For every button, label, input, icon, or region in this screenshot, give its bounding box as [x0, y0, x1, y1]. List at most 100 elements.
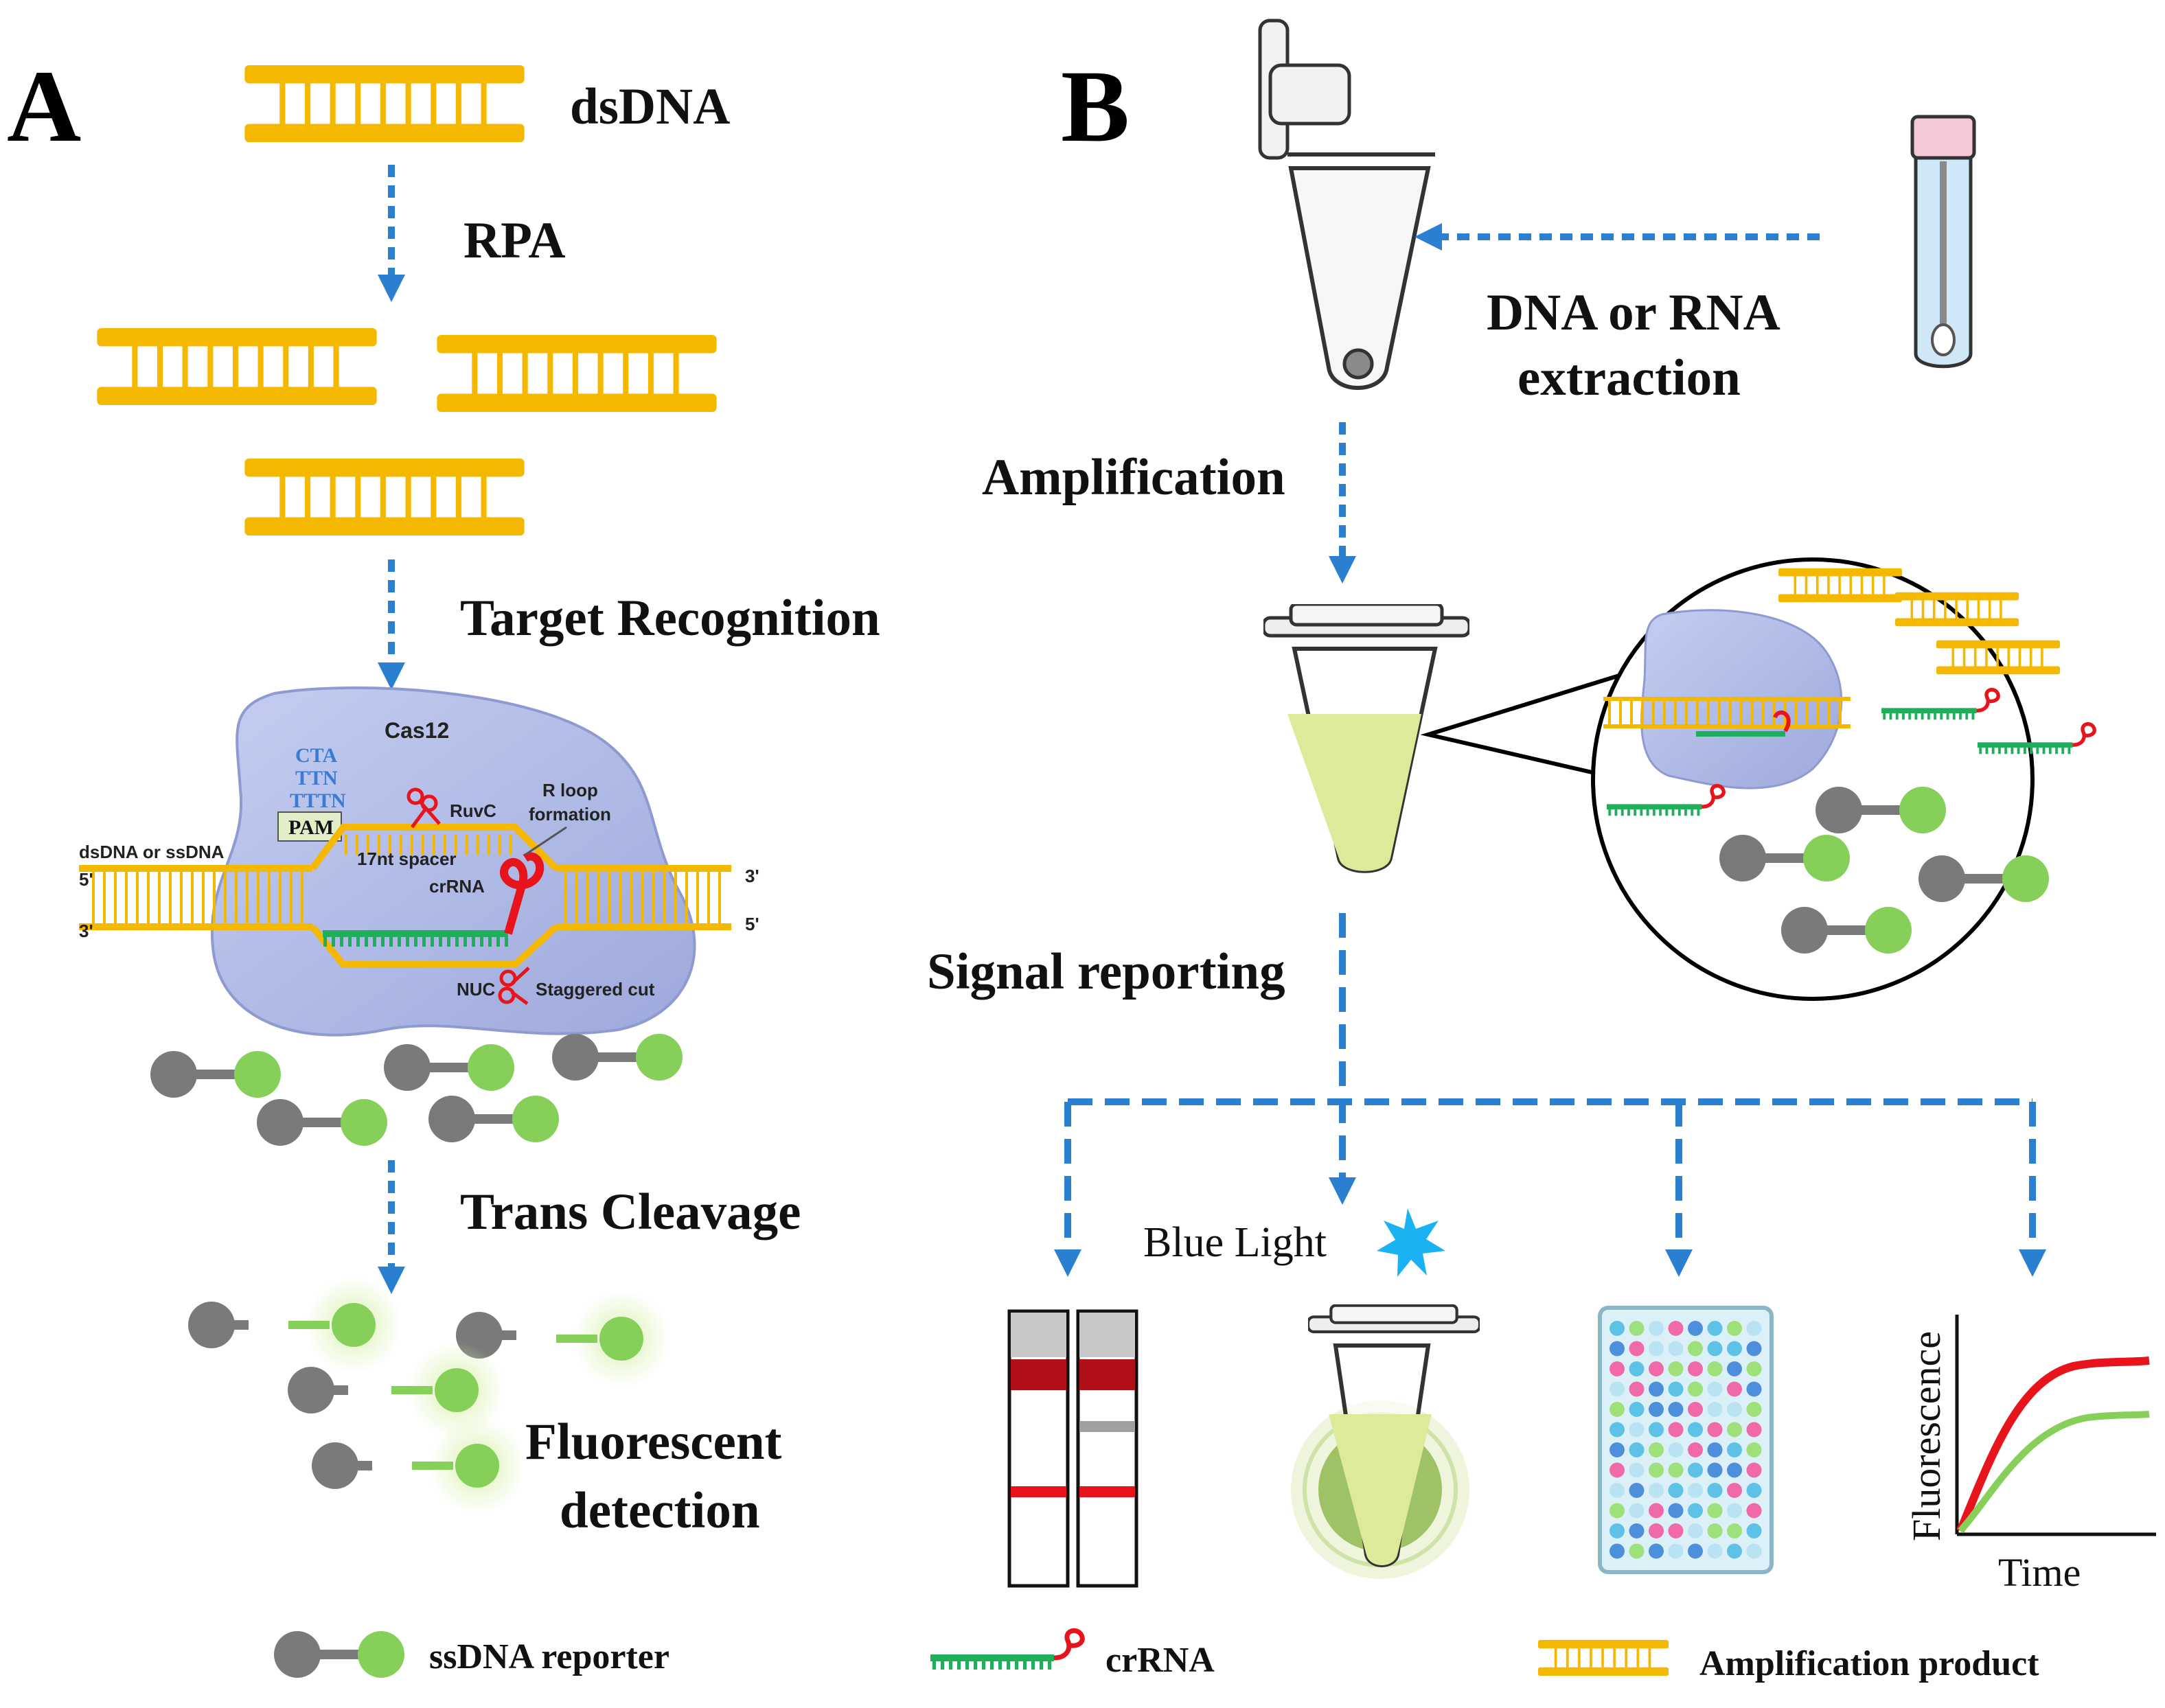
- released-fluorophore: [288, 1277, 398, 1373]
- plate-well: [1668, 1402, 1684, 1417]
- plate-well: [1727, 1483, 1742, 1498]
- plate-well: [1707, 1543, 1723, 1559]
- plate-well: [1610, 1321, 1625, 1336]
- plate-well: [1688, 1483, 1703, 1498]
- plate-well: [1610, 1523, 1625, 1538]
- ssdna-reporter: [384, 1044, 514, 1091]
- pam-label: PAM: [288, 816, 334, 839]
- cleaved-quencher: [188, 1302, 249, 1348]
- pam-box: [277, 811, 342, 842]
- five-prime-label: 5': [79, 869, 93, 890]
- plate-well: [1746, 1341, 1762, 1357]
- plate-well: [1649, 1341, 1664, 1357]
- target-recognition-label: Target Recognition: [460, 590, 880, 647]
- plate-well: [1727, 1361, 1742, 1376]
- plate-well: [1727, 1402, 1742, 1417]
- fluorescent-tube-icon: [1291, 1306, 1480, 1579]
- zoom-amplicon: [1778, 568, 1902, 603]
- control-fluorescence-curve: [1958, 1411, 2150, 1534]
- chart-y-label: Fluorescence: [1904, 1331, 1949, 1541]
- pam-sequence: TTTN: [290, 789, 346, 812]
- plate-well: [1668, 1483, 1684, 1498]
- legend-amplification-product-label: Amplification product: [1699, 1644, 2039, 1683]
- cas12-complex: Cas12 CTA TTN TTTN PAM RuvC R loop: [79, 686, 759, 1037]
- plate-well: [1707, 1321, 1723, 1336]
- plate-well: [1746, 1462, 1762, 1478]
- legend-reporter-label: ssDNA reporter: [429, 1637, 669, 1676]
- cleaved-quencher: [312, 1442, 372, 1489]
- plate-well: [1707, 1361, 1723, 1376]
- plate-well: [1629, 1483, 1645, 1498]
- plate-well: [1649, 1483, 1664, 1498]
- plate-well: [1746, 1422, 1762, 1438]
- three-prime-label: 3': [79, 921, 93, 941]
- plate-well: [1610, 1503, 1625, 1519]
- plate-well: [1746, 1321, 1762, 1336]
- rpa-label: RPA: [463, 212, 566, 269]
- ruvc-scissors-icon: [406, 787, 441, 829]
- plate-well: [1668, 1321, 1684, 1336]
- plate-well: [1668, 1543, 1684, 1559]
- plate-well: [1668, 1341, 1684, 1357]
- plate-well: [1629, 1341, 1645, 1357]
- plate-well: [1629, 1381, 1645, 1397]
- plate-well: [1668, 1462, 1684, 1478]
- plate-well: [1707, 1503, 1723, 1519]
- panel-label-a: A: [7, 49, 81, 163]
- plate-well: [1746, 1523, 1762, 1538]
- plate-well: [1727, 1442, 1742, 1457]
- well-plate-icon: [1598, 1306, 1774, 1574]
- amplicon-icon: [437, 335, 717, 412]
- blue-light-burst-icon: [1377, 1208, 1445, 1277]
- ssdna-reporter: [257, 1099, 387, 1146]
- plate-well: [1668, 1503, 1684, 1519]
- plate-well: [1668, 1442, 1684, 1457]
- positive-fluorescence-curve: [1956, 1357, 2150, 1533]
- nuc-scissors-icon: [498, 967, 530, 1006]
- three-prime-label: 3': [745, 866, 759, 886]
- plate-well: [1688, 1503, 1703, 1519]
- zoom-amplicon: [1936, 640, 2060, 675]
- legend-amplification-product-icon: [1538, 1639, 1669, 1676]
- trans-cleavage-label: Trans Cleavage: [460, 1184, 801, 1240]
- plate-well: [1727, 1422, 1742, 1438]
- legend-reporter-icon: [274, 1631, 404, 1678]
- plate-well: [1707, 1483, 1723, 1498]
- reaction-tube-icon: [1263, 604, 1469, 873]
- pam-sequence: TTN: [295, 767, 338, 789]
- plate-well: [1746, 1503, 1762, 1519]
- zoom-amplicon: [1895, 592, 2019, 627]
- five-prime-label: 5': [745, 914, 759, 934]
- plate-well: [1688, 1402, 1703, 1417]
- plate-well: [1610, 1422, 1625, 1438]
- lateral-flow-strip-positive: [1076, 1309, 1138, 1588]
- plate-well: [1727, 1503, 1742, 1519]
- plate-well: [1649, 1503, 1664, 1519]
- zoom-pointer: [1420, 673, 1620, 778]
- amplification-label: Amplification: [982, 449, 1285, 506]
- fluorescence-time-chart: Fluorescence Time: [1904, 1315, 2156, 1595]
- ssdna-reporter: [428, 1096, 559, 1142]
- plate-well: [1649, 1543, 1664, 1559]
- plate-well: [1746, 1361, 1762, 1376]
- fluorescent-detection-label: detection: [560, 1482, 760, 1539]
- plate-well: [1707, 1341, 1723, 1357]
- staggered-cut-label: Staggered cut: [536, 979, 655, 1000]
- ssdna-reporter: [150, 1051, 281, 1098]
- plate-well: [1629, 1523, 1645, 1538]
- plate-well: [1649, 1402, 1664, 1417]
- crrna-label: crRNA: [429, 876, 485, 897]
- plate-well: [1668, 1422, 1684, 1438]
- plate-well: [1610, 1442, 1625, 1457]
- plate-well: [1668, 1523, 1684, 1538]
- plate-well: [1727, 1341, 1742, 1357]
- plate-well: [1610, 1402, 1625, 1417]
- released-fluorophore: [412, 1418, 522, 1514]
- plate-well: [1649, 1361, 1664, 1376]
- amplicon-icon: [97, 328, 377, 405]
- plate-well: [1746, 1442, 1762, 1457]
- plate-well: [1610, 1381, 1625, 1397]
- plate-well: [1688, 1543, 1703, 1559]
- amplicon-icon: [244, 459, 525, 535]
- lateral-flow-strip-negative: [1007, 1309, 1070, 1588]
